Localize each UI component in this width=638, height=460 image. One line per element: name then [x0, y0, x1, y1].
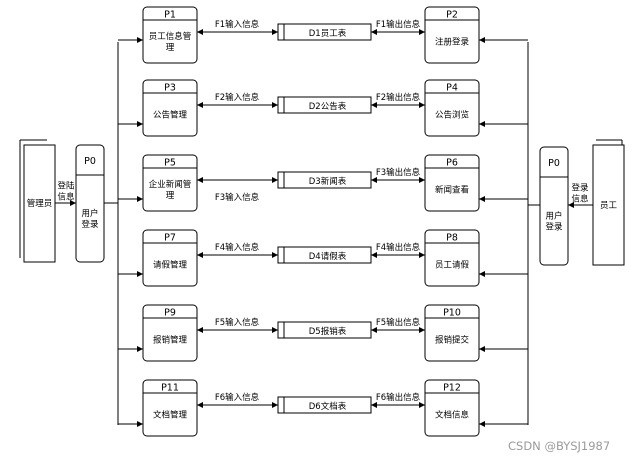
process-P10-id: P10	[443, 307, 461, 318]
process-P11-id: P11	[161, 382, 179, 393]
process-P3-label: 公告管理	[153, 109, 188, 120]
admin-login-process-label: 用户登录	[81, 208, 99, 230]
admin-entity-label: 管理员	[27, 198, 53, 209]
process-P4-label: 公告浏览	[435, 109, 469, 120]
process-P2	[424, 6, 480, 64]
process-P1-label: 员工信息管理	[149, 31, 192, 53]
process-P3	[142, 79, 198, 137]
process-P9-id: P9	[164, 307, 176, 318]
in-flow-label-5: F5输入信息	[215, 317, 260, 328]
store-6	[277, 396, 372, 414]
process-P1-id: P1	[164, 9, 176, 20]
store-6-label: D6文档表	[309, 401, 347, 412]
store-4-label: D4请假表	[309, 251, 347, 262]
store-1-label: D1员工表	[309, 28, 347, 39]
process-P9-label: 报销管理	[153, 334, 188, 345]
staff-login-flow-label: 登录信息	[571, 182, 589, 204]
process-P5-id: P5	[164, 157, 176, 168]
process-P7-id: P7	[164, 232, 176, 243]
watermark: CSDN @BYSJ1987	[508, 439, 610, 453]
process-P8-id: P8	[446, 232, 458, 243]
in-flow-label-4: F4输入信息	[215, 242, 260, 253]
in-flow-label-3: F3输入信息	[215, 192, 260, 203]
process-P1	[142, 6, 198, 64]
store-2-label: D2公告表	[309, 101, 347, 112]
in-flow-label-6: F6输入信息	[215, 392, 260, 403]
store-5-label: D5报销表	[309, 326, 347, 337]
out-flow-label-5: F5输出信息	[376, 317, 421, 328]
process-P6-label: 新闻查看	[435, 184, 469, 195]
staff-entity	[592, 144, 625, 266]
process-P4	[424, 79, 480, 137]
admin-login-process	[75, 144, 105, 263]
out-flow-label-2: F2输出信息	[376, 92, 421, 103]
process-P7	[142, 229, 198, 287]
admin-login-flow-label: 登陆信息	[57, 180, 75, 202]
process-P6-id: P6	[446, 157, 458, 168]
process-P6	[424, 154, 480, 212]
process-P10-label: 报销提交	[435, 334, 470, 345]
process-P5-label: 企业新闻管理	[149, 179, 192, 201]
process-P8-label: 员工请假	[435, 259, 470, 270]
staff-login-process-id: P0	[548, 158, 560, 169]
process-P12-label: 文档信息	[435, 409, 470, 420]
admin-login-process-id: P0	[84, 156, 96, 167]
store-3	[277, 171, 372, 189]
admin-entity	[23, 144, 56, 263]
process-P7-label: 请假管理	[153, 259, 188, 270]
store-2	[277, 96, 372, 114]
in-flow-label-2: F2输入信息	[215, 92, 260, 103]
process-P3-id: P3	[164, 82, 176, 93]
process-P12-id: P12	[443, 382, 461, 393]
process-P8	[424, 229, 480, 287]
process-P12	[424, 379, 480, 437]
process-P2-label: 注册登录	[435, 36, 470, 47]
process-P10	[424, 304, 480, 362]
staff-entity-label: 员工	[600, 201, 618, 211]
process-P5	[142, 154, 198, 212]
store-4	[277, 246, 372, 264]
store-1	[277, 23, 372, 41]
store-5	[277, 321, 372, 339]
process-P11-label: 文档管理	[153, 409, 188, 420]
process-P4-id: P4	[446, 82, 458, 93]
out-flow-label-1: F1输出信息	[376, 19, 421, 30]
out-flow-label-3: F3输出信息	[376, 167, 421, 178]
out-flow-label-4: F4输出信息	[376, 242, 421, 253]
store-3-label: D3新闻表	[309, 176, 347, 187]
in-flow-label-1: F1输入信息	[215, 19, 260, 30]
out-flow-label-6: F6输出信息	[376, 392, 421, 403]
process-P11	[142, 379, 198, 437]
process-P9	[142, 304, 198, 362]
process-P2-id: P2	[446, 9, 458, 20]
staff-login-process-label: 用户登录	[545, 210, 563, 232]
